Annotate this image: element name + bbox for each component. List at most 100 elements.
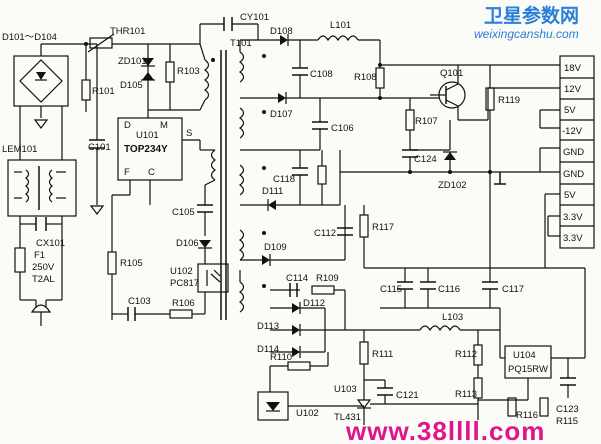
ground-symbol [33, 119, 49, 129]
label-f1-type: T2AL [32, 274, 55, 285]
output-terminal-block [559, 55, 595, 249]
label-d114: D114 [257, 344, 279, 355]
label-c115: C115 [380, 284, 402, 295]
label-pin-s: S [186, 128, 192, 139]
diode-d109 [262, 255, 270, 265]
label-u102-led: U102 [296, 408, 319, 419]
label-lem101: LEM101 [2, 144, 37, 155]
label-r110: R110 [270, 352, 292, 363]
label-r115: R115 [556, 416, 578, 427]
bridge-rectifier-box [13, 55, 69, 107]
label-pin-f: F [124, 167, 130, 178]
label-r108: R108 [354, 72, 377, 83]
label-c112: C112 [314, 228, 336, 239]
label-r106: R106 [172, 298, 195, 309]
resistor-r106 [169, 309, 193, 319]
resistor-r119 [485, 87, 495, 111]
label-pin-c: C [148, 167, 155, 178]
label-c121: C121 [396, 390, 419, 401]
zener-zd102 [444, 152, 456, 160]
secondary-winding-5v [238, 164, 245, 196]
resistor-r111 [359, 341, 369, 365]
label-c124: C124 [414, 154, 437, 165]
output-gnd-a: GND [563, 147, 584, 158]
diode-d107 [278, 93, 286, 103]
label-d108: D108 [270, 26, 293, 37]
label-d111: D111 [262, 186, 283, 197]
output-5v-b: 5V [564, 190, 576, 201]
label-pin-d: D [124, 120, 131, 131]
watermark-site-title: 卫星参数网 [484, 4, 579, 27]
label-r117: R117 [372, 222, 394, 233]
output-18v: 18V [564, 63, 582, 74]
label-t101: T101 [230, 38, 252, 49]
resistor-r109 [311, 285, 335, 295]
label-c123: C123 [556, 404, 579, 415]
resistor-r110 [287, 361, 311, 371]
label-f1-rating: 250V [32, 262, 55, 273]
diode-d105 [142, 72, 154, 80]
ac-plug-icon [30, 304, 52, 313]
label-top234y: TOP234Y [124, 144, 168, 155]
diode-d114 [292, 347, 300, 357]
label-r105: R105 [120, 258, 143, 269]
bridge-rectifier [19, 59, 63, 103]
label-f1: F1 [34, 250, 45, 261]
transformer-t101-primary [203, 59, 210, 101]
label-r116: R116 [516, 410, 538, 421]
label-tl431: TL431 [334, 412, 361, 423]
output-neg12v: -12V [562, 126, 583, 137]
resistor-r105 [107, 251, 117, 275]
label-c108: C108 [310, 69, 333, 80]
resistor-r116 [507, 397, 517, 417]
label-zd102: ZD102 [438, 180, 467, 191]
label-l103: L103 [442, 312, 463, 323]
label-c105: C105 [172, 207, 195, 218]
label-c117: C117 [502, 284, 524, 295]
output-3v3-a: 3.3V [563, 212, 583, 223]
label-r111: R111 [372, 349, 393, 360]
secondary-winding-12v [238, 107, 245, 139]
label-r109: R109 [316, 273, 339, 284]
label-c118: C118 [273, 174, 295, 185]
label-u104: U104 [513, 350, 536, 361]
resistor-r108 [375, 67, 385, 89]
resistor-r117 [359, 214, 369, 238]
resistor-r107 [405, 109, 415, 131]
thermistor-thr101 [89, 37, 113, 49]
watermark-site-url: weixingcanshu.com [474, 27, 579, 41]
label-zd101: ZD101 [118, 56, 147, 67]
secondary-winding-neg12v [238, 229, 245, 261]
resistor-r101 [81, 79, 91, 101]
secondary-winding-18v [238, 51, 245, 83]
watermark-bottom-url: www.38llll.com [345, 416, 545, 444]
diode-d108 [280, 35, 288, 45]
label-u103: U103 [334, 384, 357, 395]
output-gnd-b: GND [563, 169, 584, 180]
label-r101: R101 [92, 86, 115, 97]
secondary-winding-3v3 [238, 281, 245, 313]
label-c101: C101 [88, 142, 111, 153]
label-pin-m: M [160, 120, 168, 131]
zener-zd101 [142, 58, 154, 66]
ground-symbol [89, 205, 105, 215]
fuse-f1 [14, 247, 26, 273]
label-d101-d104: D101～D104 [2, 32, 57, 43]
label-u102: U102 [170, 266, 193, 277]
label-q101: Q101 [440, 68, 463, 79]
diode-d111 [268, 200, 276, 210]
label-d113: D113 [257, 321, 279, 332]
label-c114: C114 [286, 273, 308, 284]
resistor-small [317, 165, 327, 185]
label-c106: C106 [331, 123, 354, 134]
bridge-diode-symbol [36, 72, 46, 80]
label-cx101: CX101 [36, 238, 65, 249]
diode-d112 [292, 303, 300, 313]
label-l101: L101 [330, 20, 351, 31]
label-pq15rw: PQ15RW [508, 364, 548, 375]
resistor-r115 [539, 397, 549, 417]
resistor-r103 [165, 61, 175, 83]
label-d105: D105 [120, 80, 143, 91]
